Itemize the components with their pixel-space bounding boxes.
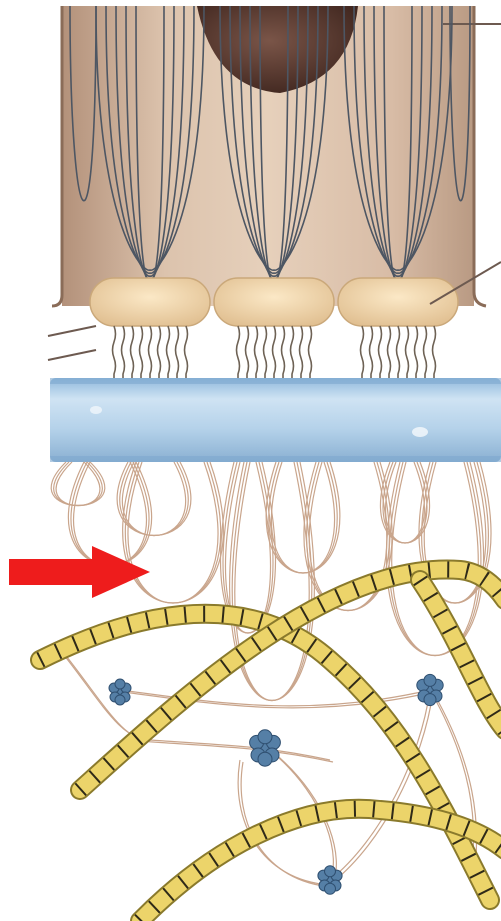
anchoring-filament: [406, 326, 409, 378]
anchoring-filament: [300, 326, 303, 378]
anchoring-filament: [264, 326, 267, 378]
anchoring-filament: [370, 326, 373, 378]
anchoring-filament: [291, 326, 294, 378]
anchoring-filament: [246, 326, 249, 378]
anchoring-filament: [185, 326, 188, 378]
anchoring-filament: [273, 326, 276, 378]
anchoring-fibril: [150, 740, 330, 760]
anchoring-plaque: [318, 866, 342, 895]
anchoring-filament: [131, 326, 134, 378]
anchoring-fibril: [68, 462, 151, 566]
anchoring-fibril: [153, 742, 333, 762]
basal-lamina: [50, 378, 501, 462]
anchoring-fibril: [392, 462, 479, 656]
hemidesmosome-plaque: [214, 278, 334, 326]
anchoring-filament: [176, 326, 179, 378]
anchoring-filaments: [113, 326, 436, 378]
pointer-arrow-icon: [9, 546, 150, 598]
anchoring-filament: [397, 326, 400, 378]
anchoring-filament: [282, 326, 285, 378]
anchoring-filament: [433, 326, 436, 378]
anchoring-filament: [388, 326, 391, 378]
anchoring-filament: [361, 326, 364, 378]
hemidesmosome-plaque: [338, 278, 458, 326]
anchoring-filament: [237, 326, 240, 378]
hemidesmosome-plaque: [90, 278, 210, 326]
anchoring-filament: [415, 326, 418, 378]
anchoring-plaque: [417, 674, 443, 705]
anchoring-filament: [255, 326, 258, 378]
anchoring-filament: [167, 326, 170, 378]
anchoring-filament: [122, 326, 125, 378]
anchoring-filament: [149, 326, 152, 378]
anchoring-filament: [424, 326, 427, 378]
hemidesmosome-plaques: [90, 278, 458, 326]
anchoring-filament: [379, 326, 382, 378]
collagen-fiber: [140, 809, 501, 921]
anchoring-filament: [158, 326, 161, 378]
anchoring-plaque: [250, 730, 281, 766]
anchoring-filament: [309, 326, 312, 378]
anchoring-filament: [140, 326, 143, 378]
anchoring-plaque: [109, 679, 131, 705]
anchoring-filament: [113, 326, 116, 378]
anchoring-fibril: [74, 462, 147, 566]
